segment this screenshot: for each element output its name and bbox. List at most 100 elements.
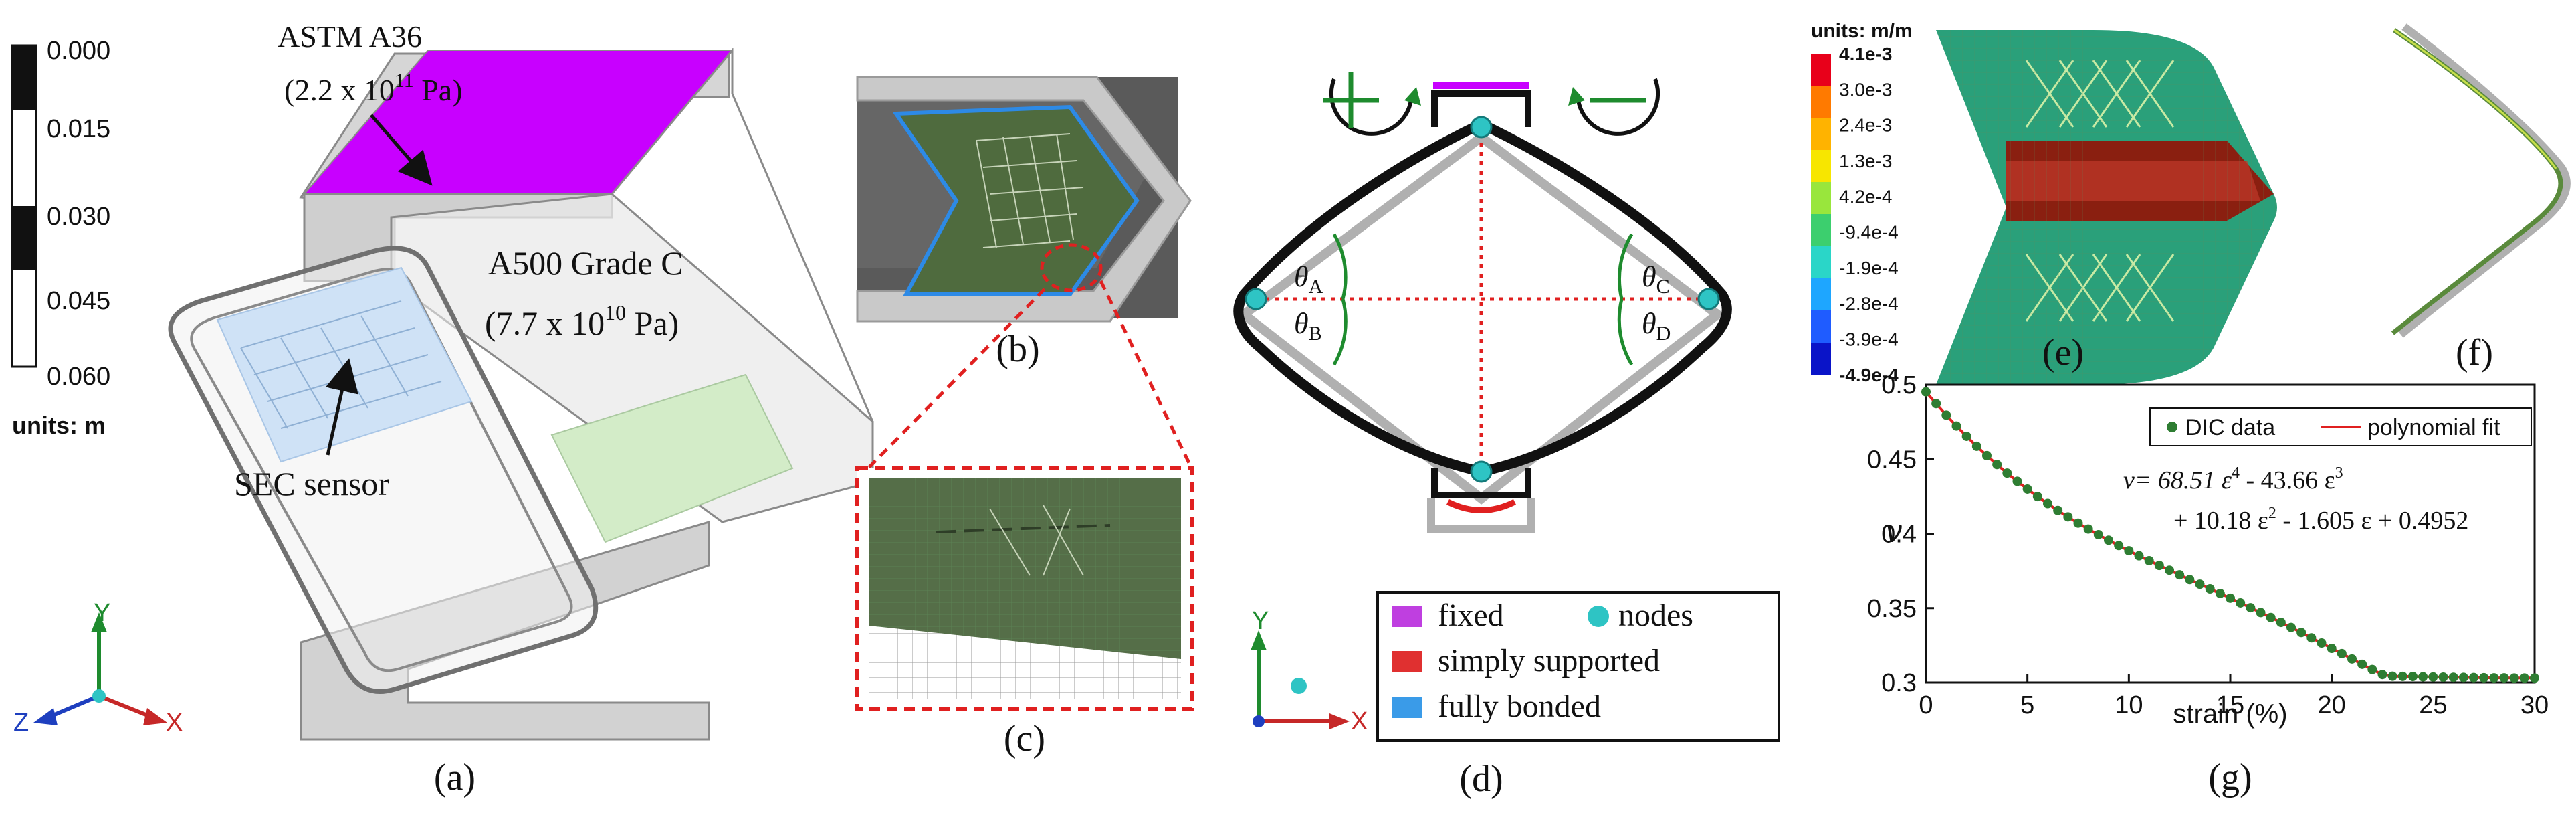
dic-data-point (2306, 633, 2317, 643)
dic-data-point (2195, 579, 2205, 589)
panel-b-label: (b) (996, 329, 1039, 370)
dic-data-point (1931, 399, 1941, 409)
panel-d-schematic (1233, 72, 1732, 533)
panel-f-label: (f) (2456, 332, 2493, 373)
dic-data-point (2489, 673, 2499, 683)
colorbar-tick: 4.2e-4 (1839, 186, 1892, 207)
legend-swatch-fixed (1392, 606, 1422, 627)
dic-data-point (2509, 673, 2519, 683)
frame-material-label: A500 Grade C (488, 244, 683, 282)
dic-data-point (2226, 593, 2235, 603)
dic-data-point (1971, 441, 1981, 451)
dic-data-point (2448, 672, 2458, 682)
x-tick-label: 25 (2419, 691, 2447, 719)
y-tick-label: 0.5 (1881, 371, 1917, 399)
y-tick-label: 0.45 (1867, 446, 1917, 474)
colorbar-swatch (1811, 86, 1831, 118)
scale-tick-4: 0.060 (47, 363, 110, 391)
dic-data-point (1941, 410, 1951, 420)
fixed-material-arrow (370, 114, 433, 186)
dic-data-point (2124, 546, 2134, 556)
dic-data-point (2377, 670, 2387, 680)
sec-sensor-arrow (325, 358, 358, 456)
colorbar-swatch (1811, 54, 1831, 86)
panel-a-frame (168, 47, 874, 741)
x-tick-label: 15 (2216, 691, 2244, 719)
dic-data-point (2043, 498, 2052, 509)
dic-data-point (2073, 518, 2083, 528)
legend-swatch-nodes (1588, 606, 1609, 627)
theta-b-label: θB (1294, 307, 1322, 345)
dic-data-point (2337, 648, 2347, 658)
dic-data-point (2114, 541, 2124, 551)
colorbar-tick: -4.9e-4 (1839, 365, 1899, 385)
colorbar-swatch (1811, 310, 1831, 343)
dic-data-point (2438, 672, 2448, 682)
colorbar-swatch (1811, 150, 1831, 182)
dic-data-point (2185, 575, 2195, 585)
theta-c-label: θC (1642, 260, 1670, 298)
chart-ylabel: ν (1886, 514, 1902, 549)
dic-data-point (2266, 612, 2276, 622)
sec-sensor-label: SEC sensor (234, 465, 389, 503)
legend-simply-supported: simply supported (1438, 643, 1660, 678)
panel-f-deformed-profile (2391, 23, 2571, 338)
colorbar-swatch (1811, 343, 1831, 375)
legend-fully-bonded: fully bonded (1438, 689, 1601, 724)
dic-data-point (1951, 421, 1961, 431)
equation-line-2: + 10.18 ε2 - 1.605 ε + 0.4952 (2173, 505, 2468, 535)
dic-data-point (2205, 584, 2215, 594)
legend-swatch-fully-bonded (1392, 697, 1422, 718)
dic-data-point (2256, 608, 2266, 618)
legend-d: fixed nodes simply supported fully bonde… (1376, 591, 1780, 742)
dic-data-point (2093, 530, 2103, 540)
dic-data-point (2286, 622, 2296, 632)
colorbar-swatch (1811, 182, 1831, 214)
colorbar-tick: 1.3e-3 (1839, 151, 1892, 171)
panel-d-label: (d) (1459, 758, 1503, 800)
theta-a-label: θA (1294, 260, 1323, 298)
dic-data-point (2134, 551, 2144, 561)
x-tick-label: 30 (2520, 691, 2549, 719)
scale-units: units: m (12, 412, 106, 439)
dic-data-point (2530, 673, 2539, 683)
dic-data-point (2215, 588, 2225, 598)
chart-xlabel: strain (%) (2173, 699, 2287, 729)
dic-data-point (2367, 664, 2377, 674)
dic-data-point (1961, 431, 1971, 441)
panel-c-zoom (855, 466, 1194, 711)
colorbar-tick: 2.4e-3 (1839, 115, 1892, 136)
axis-y-label-a: Y (94, 599, 110, 627)
dic-data-point (2458, 672, 2468, 682)
dic-data-point (2418, 672, 2428, 682)
dic-data-point (2165, 565, 2174, 575)
dic-data-point (2327, 644, 2337, 654)
colorbar-swatch (1811, 246, 1831, 278)
axis-z-label-a: Z (13, 709, 29, 737)
axes-triad-d: Y X (1251, 607, 1368, 735)
dic-data-point (2479, 672, 2489, 682)
axis-x-label-d: X (1351, 707, 1368, 735)
colorbar-tick: 4.1e-3 (1839, 43, 1892, 64)
scale-tick-1: 0.015 (47, 115, 110, 143)
panel-e-units: units: m/m (1811, 20, 1913, 42)
colorbar-tick: -9.4e-4 (1839, 222, 1899, 243)
panel-b (856, 76, 1192, 323)
scale-bar-a: 0.000 0.015 0.030 0.045 0.060 units: m (11, 37, 110, 439)
colorbar-tick: -1.9e-4 (1839, 258, 1899, 278)
panel-c-label: (c) (1004, 718, 1045, 759)
colorbar-swatch (1811, 278, 1831, 310)
colorbar-tick: -3.9e-4 (1839, 329, 1899, 350)
axis-y-label-d: Y (1252, 607, 1269, 635)
dic-data-point (2053, 505, 2063, 515)
x-tick-label: 20 (2318, 691, 2346, 719)
legend-nodes: nodes (1618, 598, 1693, 633)
panel-e-colorbar: units: m/m 4.1e-33.0e-32.4e-31.3e-34.2e-… (1811, 20, 1913, 385)
dic-data-point (2387, 671, 2397, 681)
legend-fit: polynomial fit (2367, 415, 2500, 440)
dic-data-point (2063, 512, 2073, 522)
colorbar-tick: -2.8e-4 (1839, 293, 1899, 314)
dic-data-point (2104, 535, 2113, 545)
